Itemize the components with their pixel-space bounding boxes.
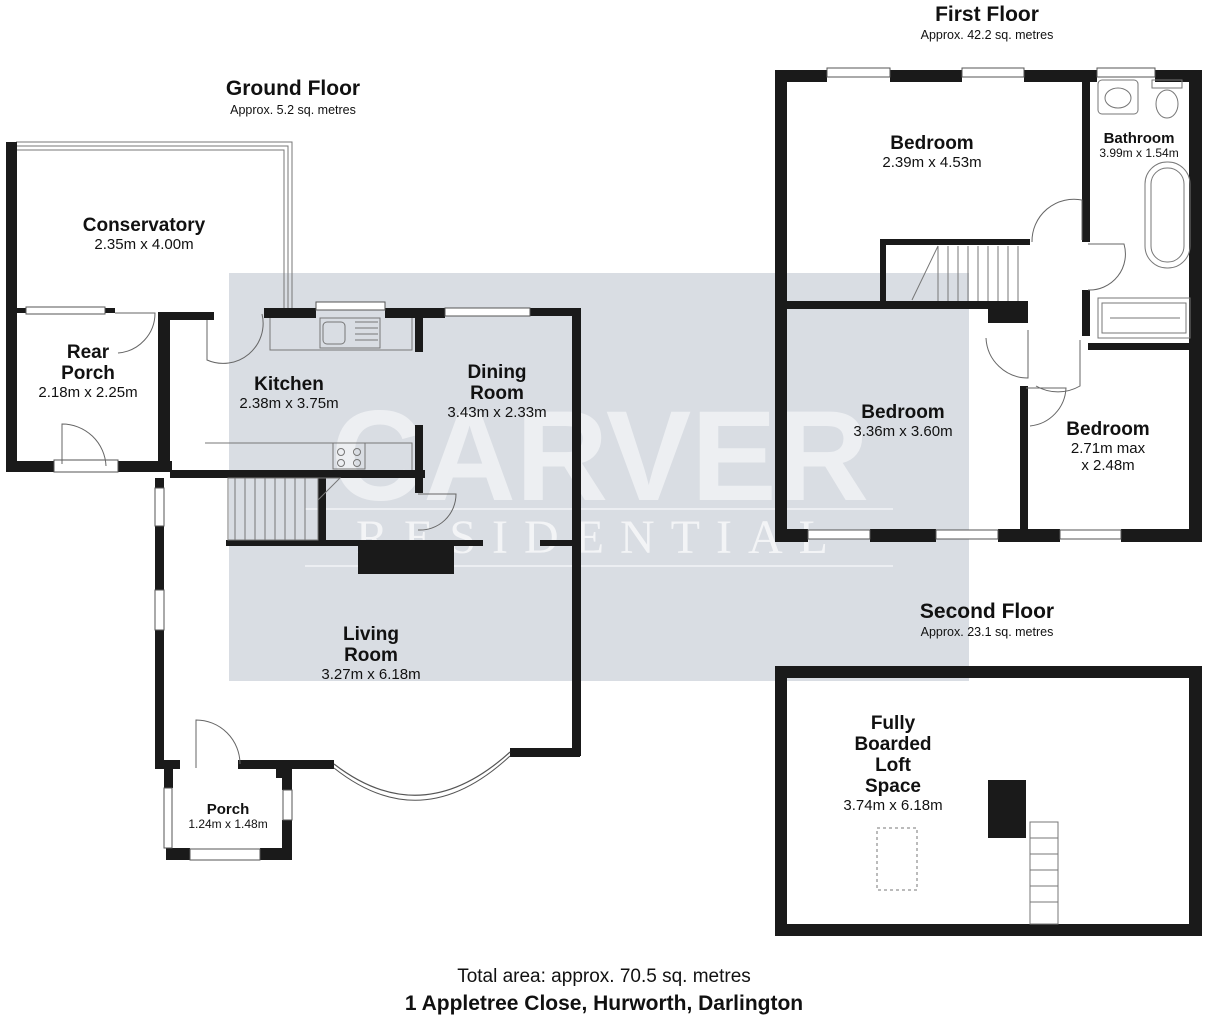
kitchen-counters bbox=[205, 317, 413, 470]
ground-doors bbox=[61, 312, 457, 768]
total-area: Total area: approx. 70.5 sq. metres bbox=[457, 966, 751, 987]
first-stairs bbox=[911, 245, 1019, 301]
ground-floor bbox=[6, 141, 581, 861]
loft-name-1: Fully bbox=[871, 713, 916, 734]
first-doors bbox=[985, 198, 1126, 427]
second-floor-area: Approx. 23.1 sq. metres bbox=[921, 625, 1054, 639]
property-address: 1 Appletree Close, Hurworth, Darlington bbox=[404, 992, 804, 1015]
conservatory-dim: 2.35m x 4.00m bbox=[94, 236, 193, 253]
ground-windows bbox=[25, 301, 531, 861]
floor-labels: Ground Floor Approx. 5.2 sq. metres Firs… bbox=[226, 3, 1054, 639]
first-floor bbox=[775, 67, 1202, 542]
room-labels: Conservatory 2.35m x 4.00m Rear Porch 2.… bbox=[38, 130, 1178, 831]
dining-name-2: Room bbox=[470, 383, 524, 404]
loft-ladder bbox=[1029, 821, 1059, 925]
loft-name-3: Loft bbox=[875, 755, 912, 776]
ground-floor-title: Ground Floor bbox=[226, 77, 360, 100]
first-walls bbox=[775, 70, 1202, 542]
first-floor-title: First Floor bbox=[935, 3, 1039, 26]
rear-porch-name-1: Rear bbox=[67, 342, 110, 363]
rear-porch-name-2: Porch bbox=[61, 363, 115, 384]
living-dim: 3.27m x 6.18m bbox=[321, 666, 420, 683]
first-floor-area: Approx. 42.2 sq. metres bbox=[921, 28, 1054, 42]
loft-name-2: Boarded bbox=[854, 734, 931, 755]
porch-dim: 1.24m x 1.48m bbox=[188, 817, 267, 831]
bedroom1-name: Bedroom bbox=[890, 133, 973, 154]
bedroom3-dim-1: 2.71m max bbox=[1071, 440, 1146, 457]
living-name-2: Room bbox=[344, 645, 398, 666]
bathroom-dim: 3.99m x 1.54m bbox=[1099, 146, 1178, 160]
second-floor-title: Second Floor bbox=[920, 600, 1054, 623]
kitchen-name: Kitchen bbox=[254, 374, 324, 395]
ground-floor-area: Approx. 5.2 sq. metres bbox=[230, 103, 356, 117]
second-floor bbox=[775, 666, 1202, 936]
bedroom2-dim: 3.36m x 3.60m bbox=[853, 423, 952, 440]
living-name-1: Living bbox=[343, 624, 399, 645]
first-windows bbox=[807, 67, 1156, 540]
bedroom2-name: Bedroom bbox=[861, 402, 944, 423]
conservatory-name: Conservatory bbox=[83, 215, 206, 236]
rear-porch-dim: 2.18m x 2.25m bbox=[38, 384, 137, 401]
loft-name-4: Space bbox=[865, 776, 921, 797]
bedroom3-dim-2: x 2.48m bbox=[1081, 457, 1134, 474]
dining-dim: 3.43m x 2.33m bbox=[447, 404, 546, 421]
ground-stairs bbox=[227, 477, 342, 541]
loft-dim: 3.74m x 6.18m bbox=[843, 797, 942, 814]
porch-name: Porch bbox=[207, 801, 250, 818]
dining-name-1: Dining bbox=[467, 362, 526, 383]
conservatory-glazing bbox=[16, 141, 293, 308]
bathroom-fixtures bbox=[1097, 79, 1191, 339]
kitchen-dim: 2.38m x 3.75m bbox=[239, 395, 338, 412]
bedroom1-dim: 2.39m x 4.53m bbox=[882, 154, 981, 171]
bedroom3-name: Bedroom bbox=[1066, 419, 1149, 440]
second-walls bbox=[775, 666, 1202, 936]
bathroom-name: Bathroom bbox=[1104, 130, 1175, 147]
